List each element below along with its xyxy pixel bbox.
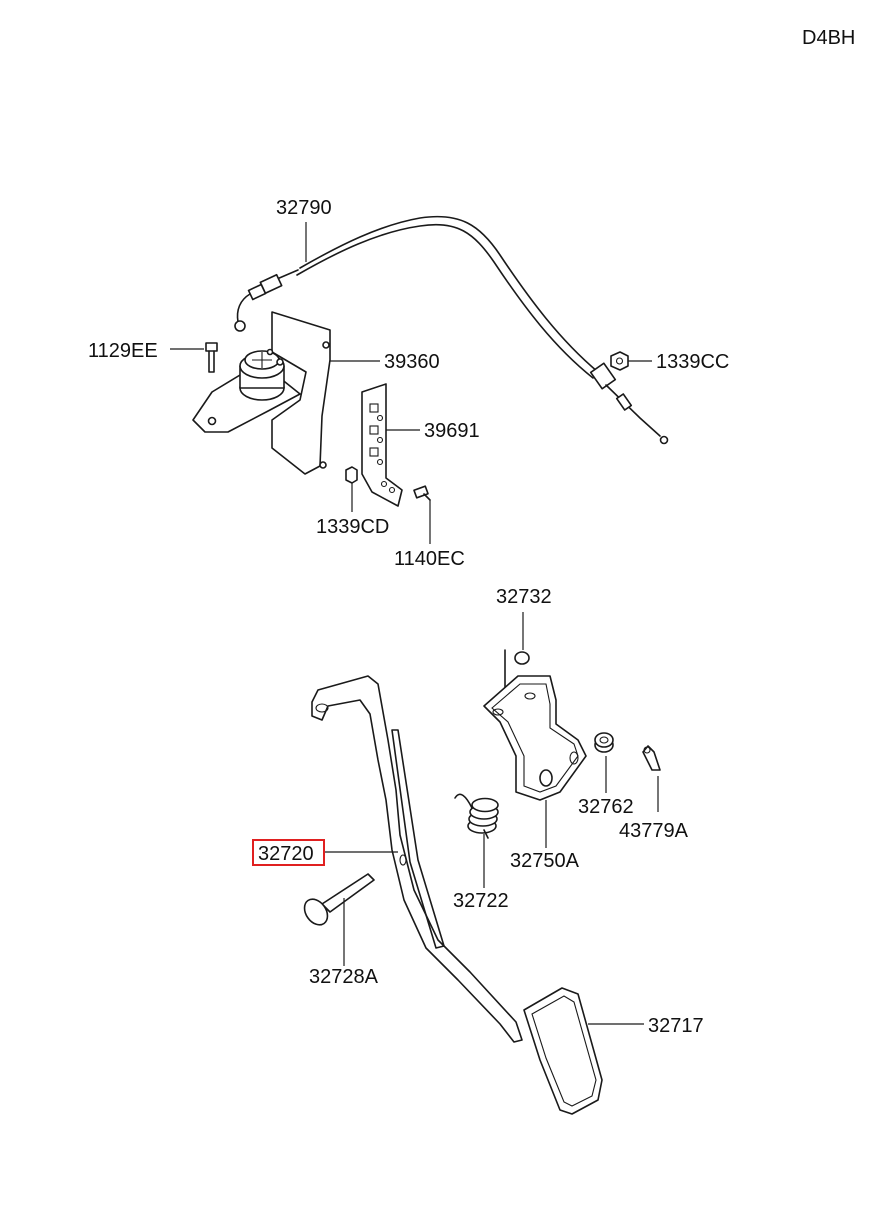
- label-32762[interactable]: 32762: [578, 796, 634, 818]
- nut-1339CD[interactable]: [345, 466, 358, 484]
- label-32750A[interactable]: 32750A: [510, 850, 580, 872]
- label-32722[interactable]: 32722: [453, 890, 509, 912]
- diagram-code: D4BH: [802, 27, 855, 49]
- pedal-bracket-32750A[interactable]: [483, 675, 587, 801]
- label-39691[interactable]: 39691: [424, 420, 480, 442]
- pin-32728A[interactable]: [300, 873, 375, 929]
- bracket-39691[interactable]: [361, 383, 403, 507]
- bolt-1140EC[interactable]: [413, 485, 431, 501]
- label-39360[interactable]: 39360: [384, 351, 440, 373]
- spring-32722[interactable]: [454, 793, 499, 839]
- bracket-assembly-39360[interactable]: [192, 311, 331, 475]
- nut-1339CC[interactable]: [610, 351, 629, 371]
- label-1339CD[interactable]: 1339CD: [316, 516, 389, 538]
- bushing-32762[interactable]: [594, 732, 614, 753]
- label-43779A[interactable]: 43779A: [619, 820, 689, 842]
- label-32732[interactable]: 32732: [496, 586, 552, 608]
- label-1140EC[interactable]: 1140EC: [394, 548, 465, 570]
- highlight-box-32720: [252, 839, 325, 866]
- pedal-arm-32720[interactable]: [311, 675, 523, 1043]
- label-32717[interactable]: 32717: [648, 1015, 704, 1037]
- label-32728A[interactable]: 32728A: [309, 966, 379, 988]
- pedal-pad-32717[interactable]: [523, 987, 603, 1115]
- label-1129EE[interactable]: 1129EE: [88, 340, 158, 362]
- label-32720[interactable]: 32720: [258, 843, 314, 865]
- throttle-cable-32790[interactable]: [234, 215, 669, 445]
- bolt-1129EE[interactable]: [205, 342, 218, 373]
- clip-43779A[interactable]: [642, 745, 661, 771]
- label-32790[interactable]: 32790: [276, 197, 332, 219]
- stopper-32732[interactable]: [504, 649, 530, 689]
- label-1339CC[interactable]: 1339CC: [656, 351, 729, 373]
